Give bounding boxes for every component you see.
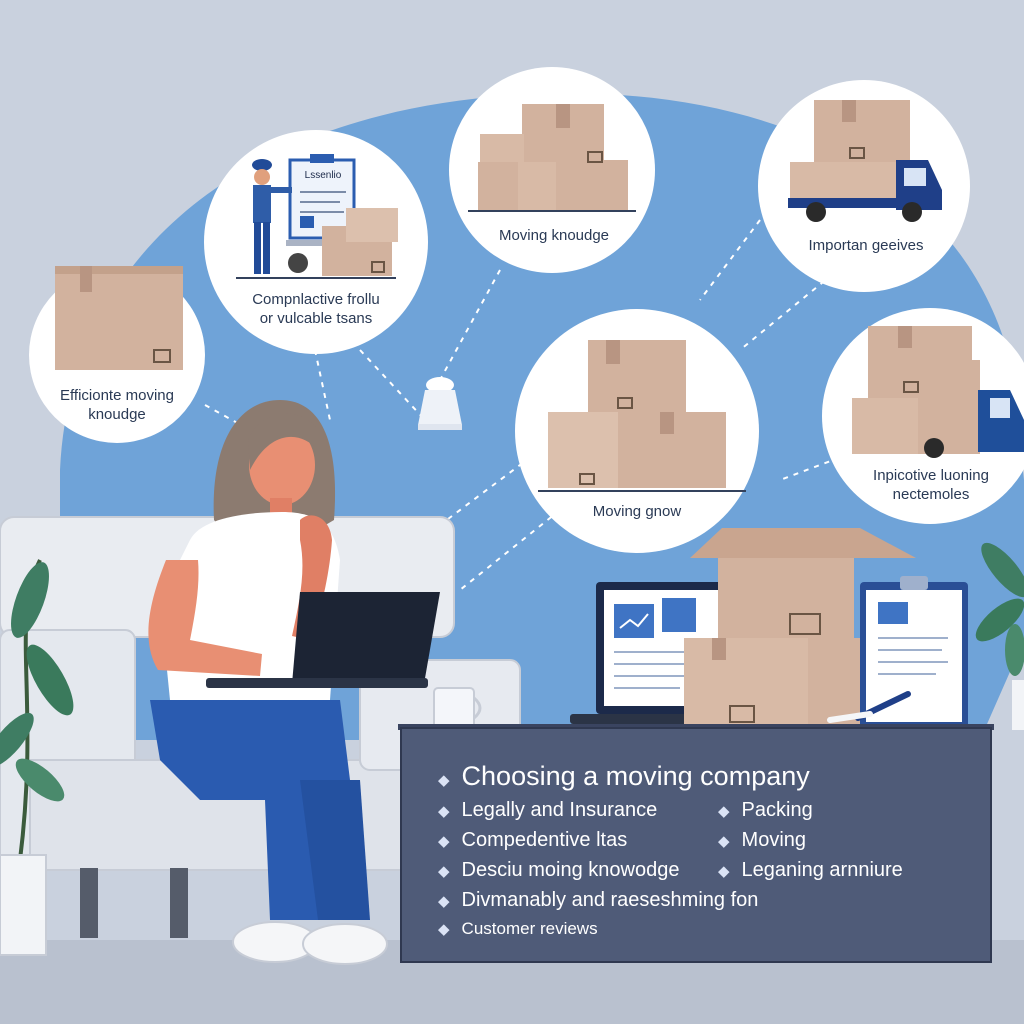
bullet-icon: ◆: [438, 921, 450, 938]
bubble-comprehensive-caption: Compnlactive frollu or vulcable tsans: [236, 290, 396, 328]
sign-item: ◆ Customer reviews: [438, 919, 598, 939]
bubble-line: Inpicotive luoning: [873, 467, 989, 484]
sign-item-label: Leganing arnniure: [741, 859, 903, 881]
bubble-efficient-caption: Efficionte moving knoudge: [40, 386, 194, 424]
bubble-line: Efficionte moving: [60, 387, 174, 404]
bubble-line: Moving gnow: [592, 503, 682, 520]
sign-item-label: Compedentive ltas: [461, 829, 628, 851]
clipboard-icon: [860, 576, 968, 728]
bubble-inspective-caption: Inpicotive luoning nectemoles: [856, 466, 1006, 504]
mug-icon: [433, 687, 482, 729]
sign-item: ◆ Leganing arnniure: [718, 859, 903, 882]
sign-item-label: Moving: [741, 829, 807, 851]
laptop-icon: [206, 592, 440, 688]
bubble-important-caption: Importan geeives: [788, 236, 944, 255]
bubble-line: Moving knoudge: [498, 227, 610, 244]
sign-item-label: Divmanably and raeseshming fon: [461, 889, 759, 911]
worker-icon: [252, 159, 292, 274]
clipboard-label: Lssenlio: [304, 170, 342, 181]
sign-item: ◆ Compedentive ltas: [438, 829, 627, 852]
sign-item: ◆ Legally and Insurance: [438, 799, 657, 822]
sign-item: ◆ Desciu moing knowodge: [438, 859, 679, 882]
sign-title: Choosing a moving company: [461, 761, 810, 791]
sign-item-label: Legally and Insurance: [461, 799, 658, 821]
bubble-moving-grow-caption: Moving gnow: [560, 502, 714, 521]
box-icon: [55, 266, 183, 370]
box-stack: [684, 528, 916, 728]
woman-figure: [148, 400, 388, 965]
bubble-line: Importan geeives: [808, 237, 924, 254]
bubble-moving-knowledge: [449, 67, 655, 273]
sign-item-label: Packing: [741, 799, 813, 821]
pen-icon: [827, 691, 911, 723]
bubble-comprehensive: [204, 130, 428, 354]
bubble-line: Compnlactive frollu: [252, 291, 380, 308]
bullet-icon: ◆: [438, 893, 450, 910]
bullet-icon: ◆: [718, 863, 730, 880]
truck-icon: [788, 160, 942, 222]
bullet-icon: ◆: [438, 803, 450, 820]
plant-right: [975, 542, 1024, 730]
bubble-line: knoudge: [88, 406, 146, 423]
sign-item: ◆ Moving: [718, 829, 806, 852]
sign-item-label: Customer reviews: [461, 919, 598, 938]
sign-item-label: Desciu moing knowodge: [461, 859, 680, 881]
bubble-inspective: [822, 308, 1024, 524]
sign-item: ◆ Divmanably and raeseshming fon: [438, 889, 758, 912]
sign-item: ◆ Packing: [718, 799, 813, 822]
bubble-efficient: [29, 266, 205, 443]
sign-title-row: ◆ Choosing a moving company: [438, 761, 810, 792]
bullet-icon: ◆: [438, 863, 450, 880]
bullet-icon: ◆: [438, 833, 450, 850]
bullet-icon: ◆: [438, 772, 450, 789]
bubble-moving-knowledge-caption: Moving knoudge: [476, 226, 632, 245]
bubble-line: nectemoles: [892, 486, 970, 503]
lamp-icon: [418, 377, 462, 430]
info-sign: ◆ Choosing a moving company ◆ Legally and …: [400, 727, 992, 963]
bubble-important: [758, 80, 970, 292]
bubble-moving-grow: [515, 309, 759, 553]
bullet-icon: ◆: [718, 833, 730, 850]
truck-icon: [924, 390, 1024, 458]
bubble-line: or vulcable tsans: [259, 310, 373, 327]
bullet-icon: ◆: [718, 803, 730, 820]
plant-left: [0, 559, 74, 956]
